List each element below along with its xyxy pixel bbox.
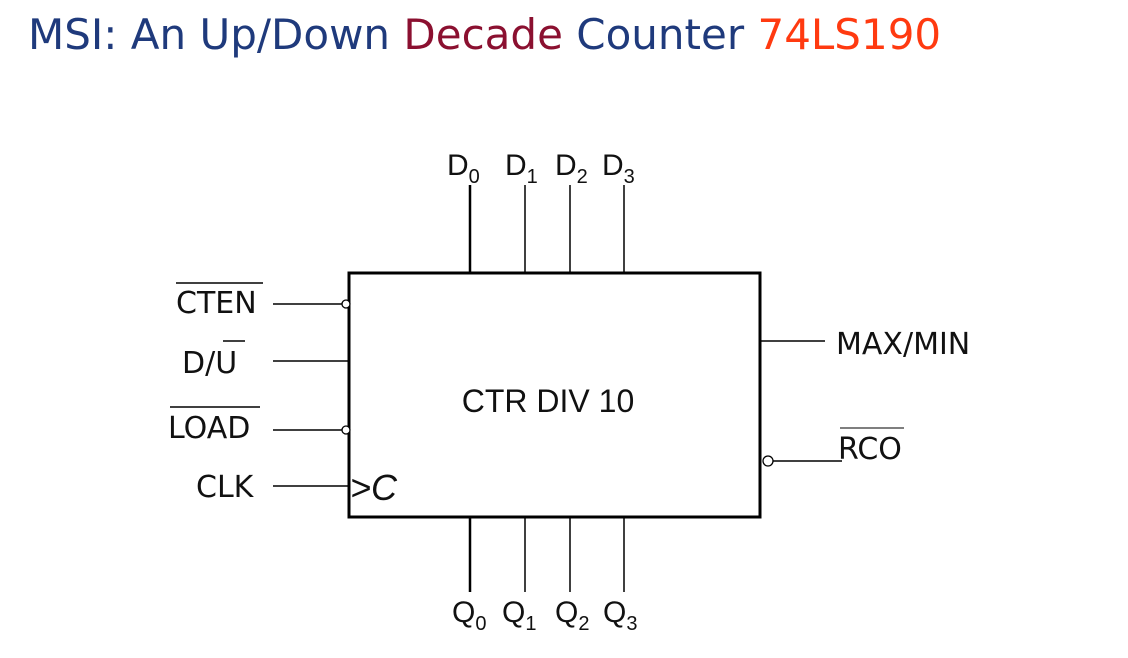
pin-label-d1: D1 [505,149,538,188]
pin-label-q2: Q2 [555,596,589,635]
left-control-inputs: CTEN D/U LOAD CLK >C [168,282,398,508]
right-outputs: MAX/MIN RCO [760,327,970,467]
pin-label-du: D/U [182,346,237,381]
pin-label-d0: D0 [447,149,480,188]
clock-marker: >C [350,467,398,508]
pin-label-load: LOAD [168,411,250,446]
pin-label-cten: CTEN [176,286,257,321]
pin-label-q1: Q1 [502,596,536,635]
counter-block [347,271,762,519]
title-part-main: MSI: An Up/Down [28,10,404,59]
title-part-counter: Counter [562,10,758,59]
pin-label-d2: D2 [555,149,588,188]
title-part-decade: Decade [403,10,563,59]
pin-label-q0: Q0 [452,596,486,635]
pin-label-q3: Q3 [603,596,637,635]
inversion-bubble-cten [341,299,351,309]
top-data-inputs: D0 D1 D2 D3 [447,149,635,273]
inversion-bubble-load [341,425,351,435]
pin-label-clk: CLK [196,470,255,505]
inversion-bubble-rco [762,455,774,467]
pin-label-rco: RCO [838,432,902,467]
slide-title: MSI: An Up/Down Decade Counter 74LS190 [28,10,941,59]
pin-label-d3: D3 [602,149,635,188]
block-label: CTR DIV 10 [462,383,634,419]
title-part-number: 74LS190 [757,10,942,59]
bottom-outputs: Q0 Q1 Q2 Q3 [452,517,637,635]
pin-label-maxmin: MAX/MIN [836,327,970,362]
